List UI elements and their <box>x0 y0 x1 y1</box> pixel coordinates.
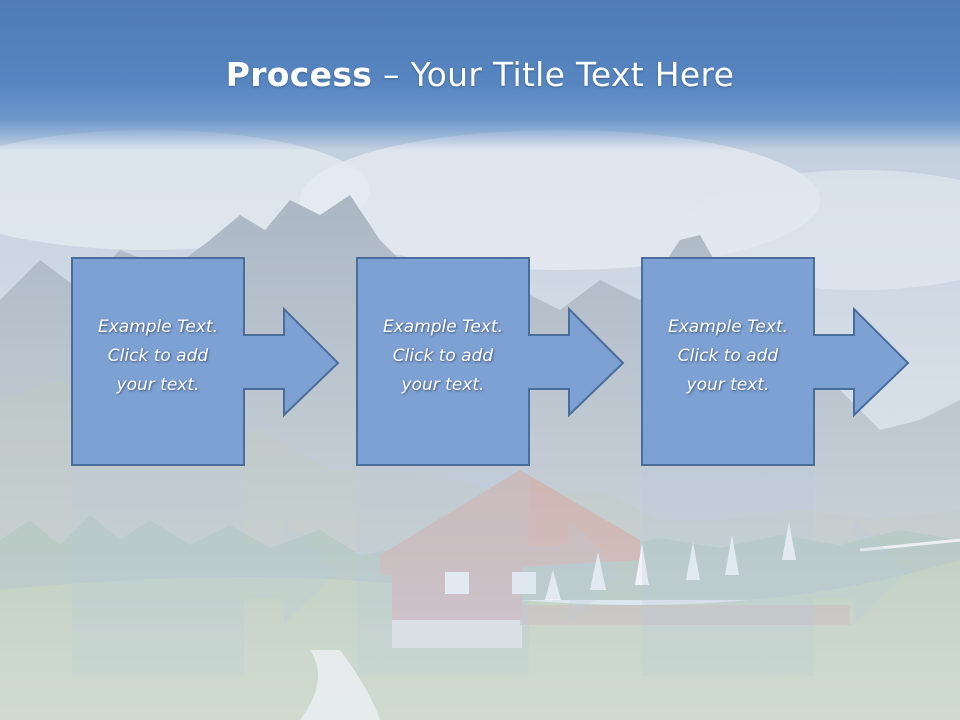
step-3-reflection <box>642 466 908 676</box>
process-step-3[interactable]: Example Text. Click to add your text. <box>641 257 910 468</box>
slide-title-bold: Process <box>225 55 373 94</box>
step-3-text: Example Text. Click to add your text. <box>667 317 789 395</box>
step-1-reflection-shape <box>72 469 338 676</box>
slide-title[interactable]: Process – Your Title Text Here <box>0 52 960 98</box>
right-arrow-icon <box>641 257 910 466</box>
step-3-reflection-shape <box>642 469 908 676</box>
process-step-2[interactable]: Example Text. Click to add your text. <box>356 257 625 468</box>
step-2-reflection-shape <box>357 469 623 676</box>
step-3-shape <box>641 257 910 466</box>
step-1-reflection <box>72 466 338 676</box>
step-2-text: Example Text. Click to add your text. <box>382 317 504 395</box>
slide-title-rest: – Your Title Text Here <box>372 55 735 94</box>
step-1-shape <box>71 257 340 466</box>
right-arrow-icon <box>356 257 625 466</box>
step-1-text: Example Text. Click to add your text. <box>97 317 219 395</box>
title-bar <box>0 0 960 150</box>
step-2-reflection <box>357 466 623 676</box>
process-step-1[interactable]: Example Text. Click to add your text. <box>71 257 340 468</box>
step-2-shape <box>356 257 625 466</box>
right-arrow-icon <box>71 257 340 466</box>
